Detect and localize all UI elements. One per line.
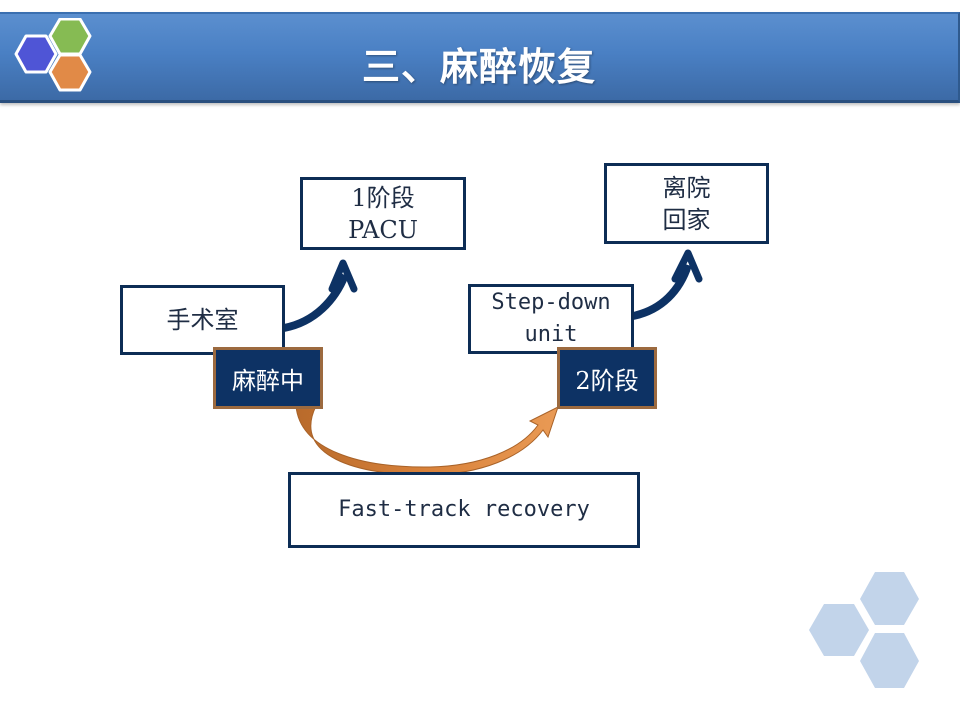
node-fast-track-recovery: Fast-track recovery: [288, 472, 640, 548]
operating-room-label: 手术室: [166, 306, 239, 334]
hexagon-logo-icon: [14, 18, 92, 92]
node-stage1-pacu: 1阶段 PACU: [300, 177, 466, 250]
unit-label: unit: [524, 322, 578, 347]
stage2-label: 2阶段: [575, 366, 639, 395]
node-anesthesia-in-progress: 麻醉中: [213, 347, 323, 409]
arrowhead-or-to-pacu: [328, 259, 358, 293]
pacu-label: PACU: [348, 215, 418, 244]
hexagon-orange: [48, 53, 92, 92]
discharge-label: 离院: [662, 173, 711, 202]
hexagon-blue: [14, 34, 58, 74]
arrow-or-to-pacu: [283, 273, 349, 332]
arrowhead-stepdown-to-home: [671, 249, 703, 283]
deco-hexagon-bottom: [860, 633, 919, 688]
step-down-label: Step-down: [491, 290, 611, 315]
slide-title: 三、麻醉恢复: [361, 45, 596, 89]
fast-track-label: Fast-track recovery: [338, 497, 590, 522]
home-label: 回家: [662, 205, 711, 234]
deco-hexagon-top: [860, 572, 919, 625]
deco-hexagon-left: [809, 604, 869, 656]
stage1-label: 1阶段: [351, 183, 415, 212]
node-discharge-home: 离院 回家: [604, 163, 769, 244]
anesthesia-label: 麻醉中: [232, 366, 304, 395]
node-stage2: 2阶段: [557, 347, 657, 409]
arrow-fast-track: [295, 405, 559, 476]
node-operating-room: 手术室: [120, 285, 285, 355]
decorative-hexagons-icon: [809, 572, 919, 688]
title-bar: 三、麻醉恢复: [0, 12, 960, 103]
arrow-stepdown-to-home: [632, 263, 692, 320]
node-step-down-unit: Step-down unit: [468, 284, 634, 354]
